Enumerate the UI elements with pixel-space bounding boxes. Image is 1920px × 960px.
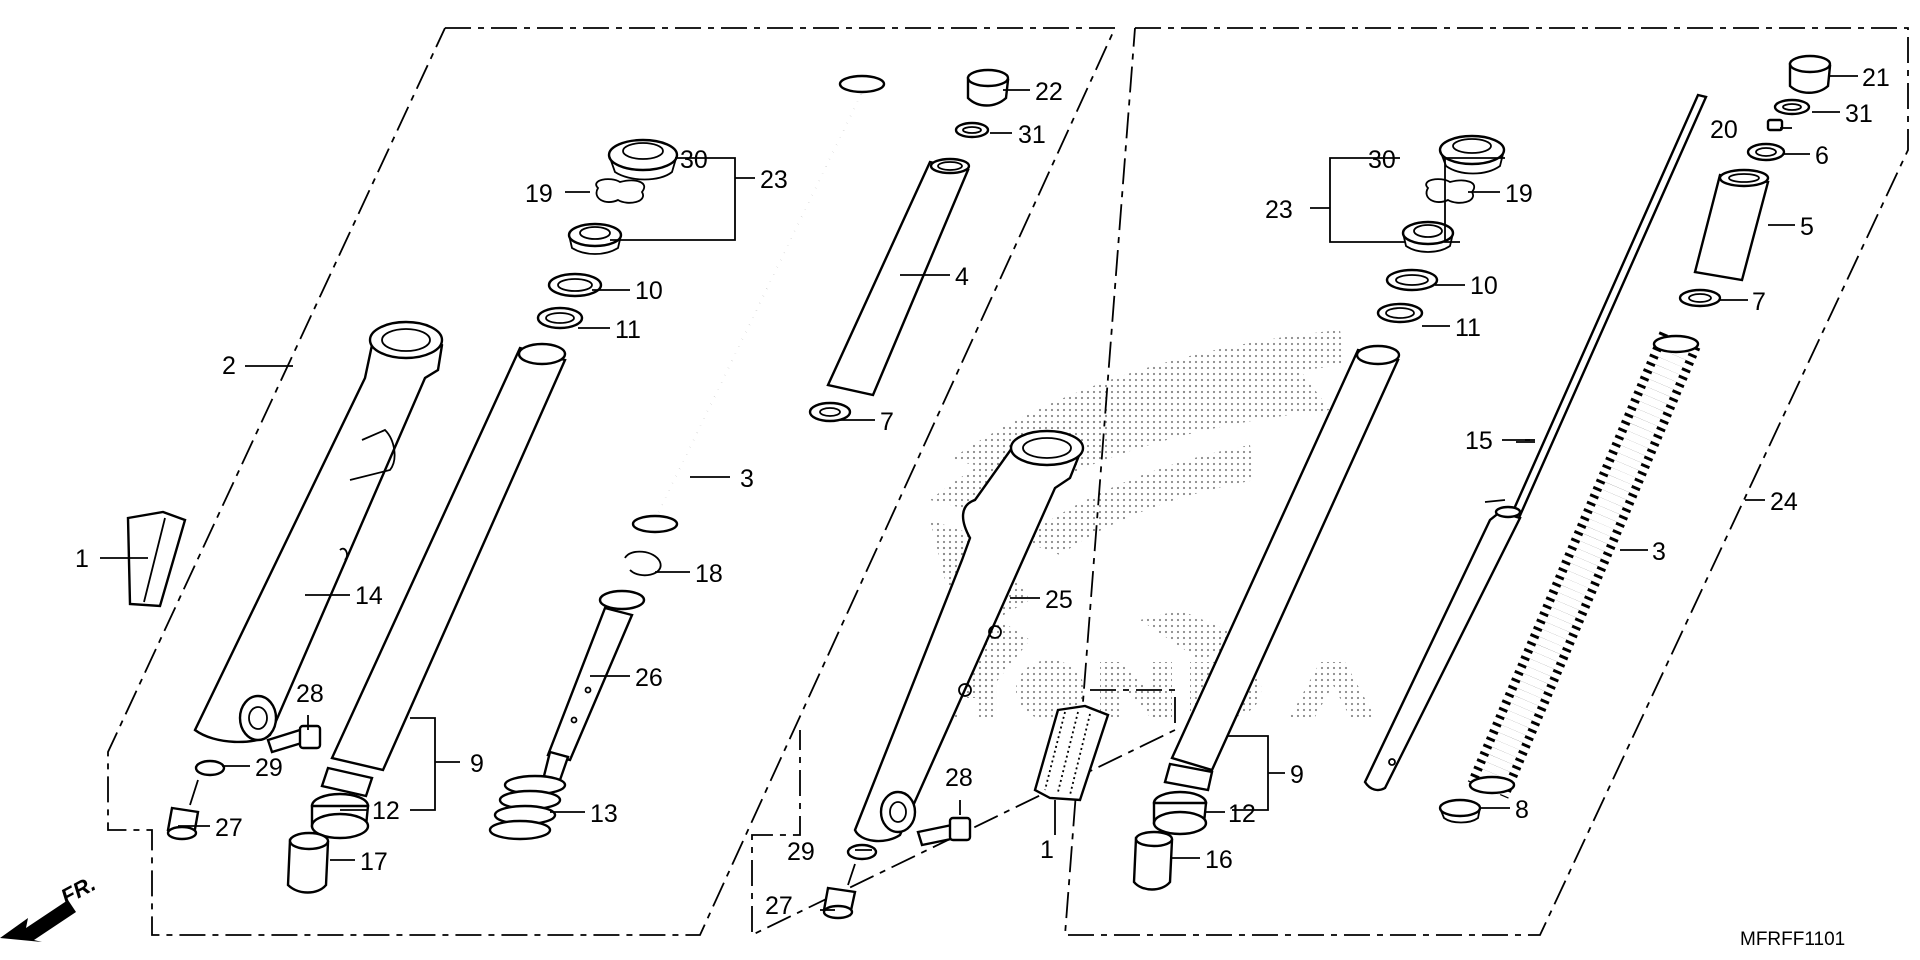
callout-18: 18 bbox=[695, 560, 723, 588]
callout-2: 2 bbox=[222, 352, 236, 380]
callout-31: 31 bbox=[1018, 121, 1046, 149]
callout-4: 4 bbox=[955, 263, 969, 291]
adjuster-nut-right bbox=[1766, 118, 1784, 132]
callout-9-right: 9 bbox=[1290, 761, 1304, 789]
fork-spring-right bbox=[1467, 331, 1701, 799]
callout-10: 10 bbox=[635, 277, 663, 305]
lower-bushing-left bbox=[286, 831, 330, 894]
callout-26: 26 bbox=[635, 664, 663, 692]
callout-12: 12 bbox=[372, 797, 400, 825]
callouts-right: 30 23 19 10 11 15 21 31 20 6 5 7 24 3 8 … bbox=[765, 64, 1890, 920]
washer-left bbox=[194, 759, 226, 777]
right-fork-frame bbox=[1064, 27, 1909, 936]
fork-spring-left bbox=[631, 74, 886, 536]
inner-tube-right bbox=[1170, 344, 1401, 772]
inner-tube-left bbox=[330, 342, 567, 772]
fork-bolt-cap-left bbox=[966, 68, 1010, 107]
backup-ring-right bbox=[1385, 268, 1439, 292]
spacer-pipe-left bbox=[826, 157, 971, 397]
callout-1: 1 bbox=[75, 545, 89, 573]
callouts-left: 1 2 14 3 4 7 9 10 11 12 13 17 18 19 22 3… bbox=[75, 78, 1063, 876]
spring-joint-right bbox=[1678, 288, 1722, 308]
callout-29-right: 29 bbox=[787, 838, 815, 866]
spring-joint-left bbox=[808, 401, 852, 423]
callout-20-right: 20 bbox=[1710, 116, 1738, 144]
backup-ring-left bbox=[547, 272, 603, 298]
axle-bolt-right bbox=[916, 816, 972, 847]
callout-13: 13 bbox=[590, 800, 618, 828]
axle-bolt-left bbox=[266, 724, 322, 754]
callout-31-right: 31 bbox=[1845, 100, 1873, 128]
callout-1-right: 1 bbox=[1040, 836, 1054, 864]
callout-15-right: 15 bbox=[1465, 427, 1493, 455]
piston-ring-left bbox=[624, 550, 662, 577]
callout-12-right: 12 bbox=[1228, 800, 1256, 828]
lock-nut-right bbox=[1746, 142, 1786, 162]
fork-guard-right bbox=[1033, 704, 1110, 802]
bottom-case-right bbox=[853, 429, 1085, 843]
damper-rod-right bbox=[1363, 93, 1708, 792]
stopper-ring-right bbox=[1425, 178, 1475, 204]
o-ring-left bbox=[954, 121, 990, 139]
socket-bolt-left bbox=[166, 779, 200, 841]
callout-21-right: 21 bbox=[1862, 64, 1890, 92]
callout-27-right: 27 bbox=[765, 892, 793, 920]
callout-3: 3 bbox=[740, 465, 754, 493]
oil-seal-right bbox=[1401, 220, 1455, 253]
callout-28-right: 28 bbox=[945, 764, 973, 792]
oil-seal-left bbox=[567, 222, 623, 255]
lower-slider-frame bbox=[751, 689, 1176, 937]
callout-22: 22 bbox=[1035, 78, 1063, 106]
callout-19: 19 bbox=[525, 180, 553, 208]
callout-9: 9 bbox=[470, 750, 484, 778]
callout-7: 7 bbox=[880, 408, 894, 436]
callout-24-right: 24 bbox=[1770, 488, 1798, 516]
callout-3-right: 3 bbox=[1652, 538, 1666, 566]
callout-10-right: 10 bbox=[1470, 272, 1498, 300]
callout-25-right: 25 bbox=[1045, 586, 1073, 614]
slide-bushing-left bbox=[310, 766, 374, 840]
lower-bushing-right bbox=[1132, 830, 1174, 891]
callout-11-right: 11 bbox=[1455, 314, 1481, 342]
callout-11: 11 bbox=[615, 316, 641, 344]
callout-6-right: 6 bbox=[1815, 142, 1829, 170]
front-direction-indicator: FR. bbox=[0, 871, 100, 942]
left-fork-frame bbox=[107, 27, 1117, 936]
spring-seat-right bbox=[1438, 798, 1482, 824]
socket-bolt-right bbox=[822, 863, 857, 920]
dust-seal-left bbox=[607, 138, 679, 181]
spacer-collar-right bbox=[1693, 168, 1770, 282]
callout-23-right: 23 bbox=[1265, 196, 1293, 224]
rebound-spring-left bbox=[488, 774, 567, 841]
callout-30: 30 bbox=[680, 146, 708, 174]
callout-28: 28 bbox=[296, 680, 324, 708]
callout-14: 14 bbox=[355, 582, 383, 610]
callout-8-right: 8 bbox=[1515, 796, 1529, 824]
damper-rod-left bbox=[542, 589, 646, 782]
callout-30-right: 30 bbox=[1368, 146, 1396, 174]
fork-guard-left bbox=[126, 510, 187, 608]
slide-bushing-right bbox=[1152, 762, 1214, 836]
callout-5-right: 5 bbox=[1800, 213, 1814, 241]
callout-16-right: 16 bbox=[1205, 846, 1233, 874]
leader-lines bbox=[100, 75, 1858, 911]
callout-19-right: 19 bbox=[1505, 180, 1533, 208]
stopper-ring-left bbox=[595, 178, 645, 204]
callout-27: 27 bbox=[215, 814, 243, 842]
washer-right bbox=[846, 843, 878, 861]
callout-23: 23 bbox=[760, 166, 788, 194]
fork-bolt-cap-right bbox=[1788, 54, 1832, 94]
diagram-code: MFRFF1101 bbox=[1740, 929, 1845, 950]
callout-7-right: 7 bbox=[1752, 288, 1766, 316]
guide-bushing-right bbox=[1376, 302, 1424, 324]
bottom-case-left bbox=[193, 320, 444, 744]
callout-29: 29 bbox=[255, 754, 283, 782]
callout-17: 17 bbox=[360, 848, 388, 876]
front-arrow-icon bbox=[0, 900, 76, 942]
o-ring-right bbox=[1773, 98, 1811, 116]
guide-bushing-left bbox=[536, 306, 584, 330]
dust-seal-right bbox=[1438, 134, 1506, 175]
